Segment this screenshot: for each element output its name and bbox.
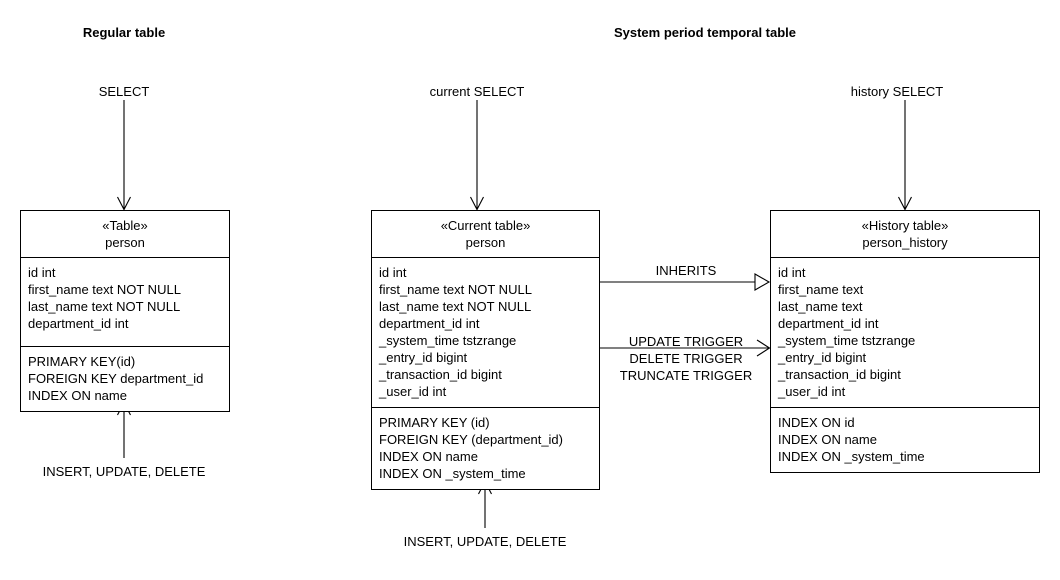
label-insert-update-delete-middle: INSERT, UPDATE, DELETE: [403, 534, 567, 549]
column-row: _user_id int: [379, 384, 447, 399]
arrowhead-current-select-to-current-table: [470, 196, 484, 211]
column-row: department_id int: [379, 316, 480, 331]
heading-regular-table: Regular table: [82, 25, 166, 40]
label-update-trigger: UPDATE TRIGGER: [628, 334, 744, 349]
column-row: first_name text NOT NULL: [379, 282, 532, 297]
label-select: SELECT: [98, 84, 150, 99]
column-row: _system_time tstzrange: [778, 333, 916, 348]
table-stereotype: «Current table»: [440, 218, 531, 233]
constraint-row: INDEX ON id: [778, 415, 855, 430]
column-row: department_id int: [28, 316, 129, 331]
column-row: _entry_id bigint: [778, 350, 867, 365]
constraint-row: PRIMARY KEY(id): [28, 354, 136, 369]
column-row: last_name text NOT NULL: [28, 299, 181, 314]
label-current-select: current SELECT: [429, 84, 525, 99]
table-box-person: «Table» person id int first_name text NO…: [20, 210, 230, 412]
column-row: id int: [379, 265, 407, 280]
column-row: _user_id int: [778, 384, 846, 399]
table-constraints-person: PRIMARY KEY(id) FOREIGN KEY department_i…: [21, 346, 229, 411]
column-row: last_name text NOT NULL: [379, 299, 532, 314]
arrowhead-inherits: [754, 273, 771, 291]
table-box-person-current: «Current table» person id int first_name…: [371, 210, 600, 490]
arrowhead-triggers: [756, 339, 771, 357]
table-constraints-person-current: PRIMARY KEY (id) FOREIGN KEY (department…: [372, 407, 599, 489]
label-insert-update-delete-left: INSERT, UPDATE, DELETE: [42, 464, 206, 479]
column-row: _transaction_id bigint: [778, 367, 901, 382]
constraint-row: FOREIGN KEY (department_id): [379, 432, 563, 447]
arrowhead-select-to-person: [117, 196, 131, 211]
table-name: person: [105, 235, 145, 250]
table-constraints-person-history: INDEX ON id INDEX ON name INDEX ON _syst…: [771, 407, 1039, 472]
label-history-select: history SELECT: [850, 84, 944, 99]
label-inherits: INHERITS: [655, 263, 717, 278]
arrowhead-history-select-to-history-table: [898, 196, 912, 211]
table-stereotype: «History table»: [861, 218, 949, 233]
table-header-person-current: «Current table» person: [372, 211, 599, 258]
constraint-row: PRIMARY KEY (id): [379, 415, 490, 430]
column-row: id int: [778, 265, 806, 280]
constraint-row: INDEX ON name: [28, 388, 127, 403]
column-row: id int: [28, 265, 56, 280]
column-row: _transaction_id bigint: [379, 367, 502, 382]
heading-system-period-temporal-table: System period temporal table: [613, 25, 797, 40]
table-box-person-history: «History table» person_history id int fi…: [770, 210, 1040, 473]
column-row: _system_time tstzrange: [379, 333, 517, 348]
table-header-person: «Table» person: [21, 211, 229, 258]
column-row: last_name text: [778, 299, 863, 314]
table-name: person: [465, 235, 506, 250]
constraint-row: INDEX ON _system_time: [778, 449, 925, 464]
label-truncate-trigger: TRUNCATE TRIGGER: [619, 368, 753, 383]
constraint-row: INDEX ON name: [778, 432, 877, 447]
constraint-row: INDEX ON _system_time: [379, 466, 526, 481]
column-row: first_name text: [778, 282, 864, 297]
table-columns-person-history: id int first_name text last_name text de…: [771, 258, 1039, 407]
constraint-row: FOREIGN KEY department_id: [28, 371, 204, 386]
column-row: first_name text NOT NULL: [28, 282, 181, 297]
label-delete-trigger: DELETE TRIGGER: [629, 351, 743, 366]
table-name: person_history: [862, 235, 948, 250]
column-row: department_id int: [778, 316, 879, 331]
table-header-person-history: «History table» person_history: [771, 211, 1039, 258]
table-columns-person: id int first_name text NOT NULL last_nam…: [21, 258, 229, 346]
column-row: _entry_id bigint: [379, 350, 468, 365]
constraint-row: INDEX ON name: [379, 449, 478, 464]
table-stereotype: «Table»: [102, 218, 148, 233]
table-columns-person-current: id int first_name text NOT NULL last_nam…: [372, 258, 599, 407]
